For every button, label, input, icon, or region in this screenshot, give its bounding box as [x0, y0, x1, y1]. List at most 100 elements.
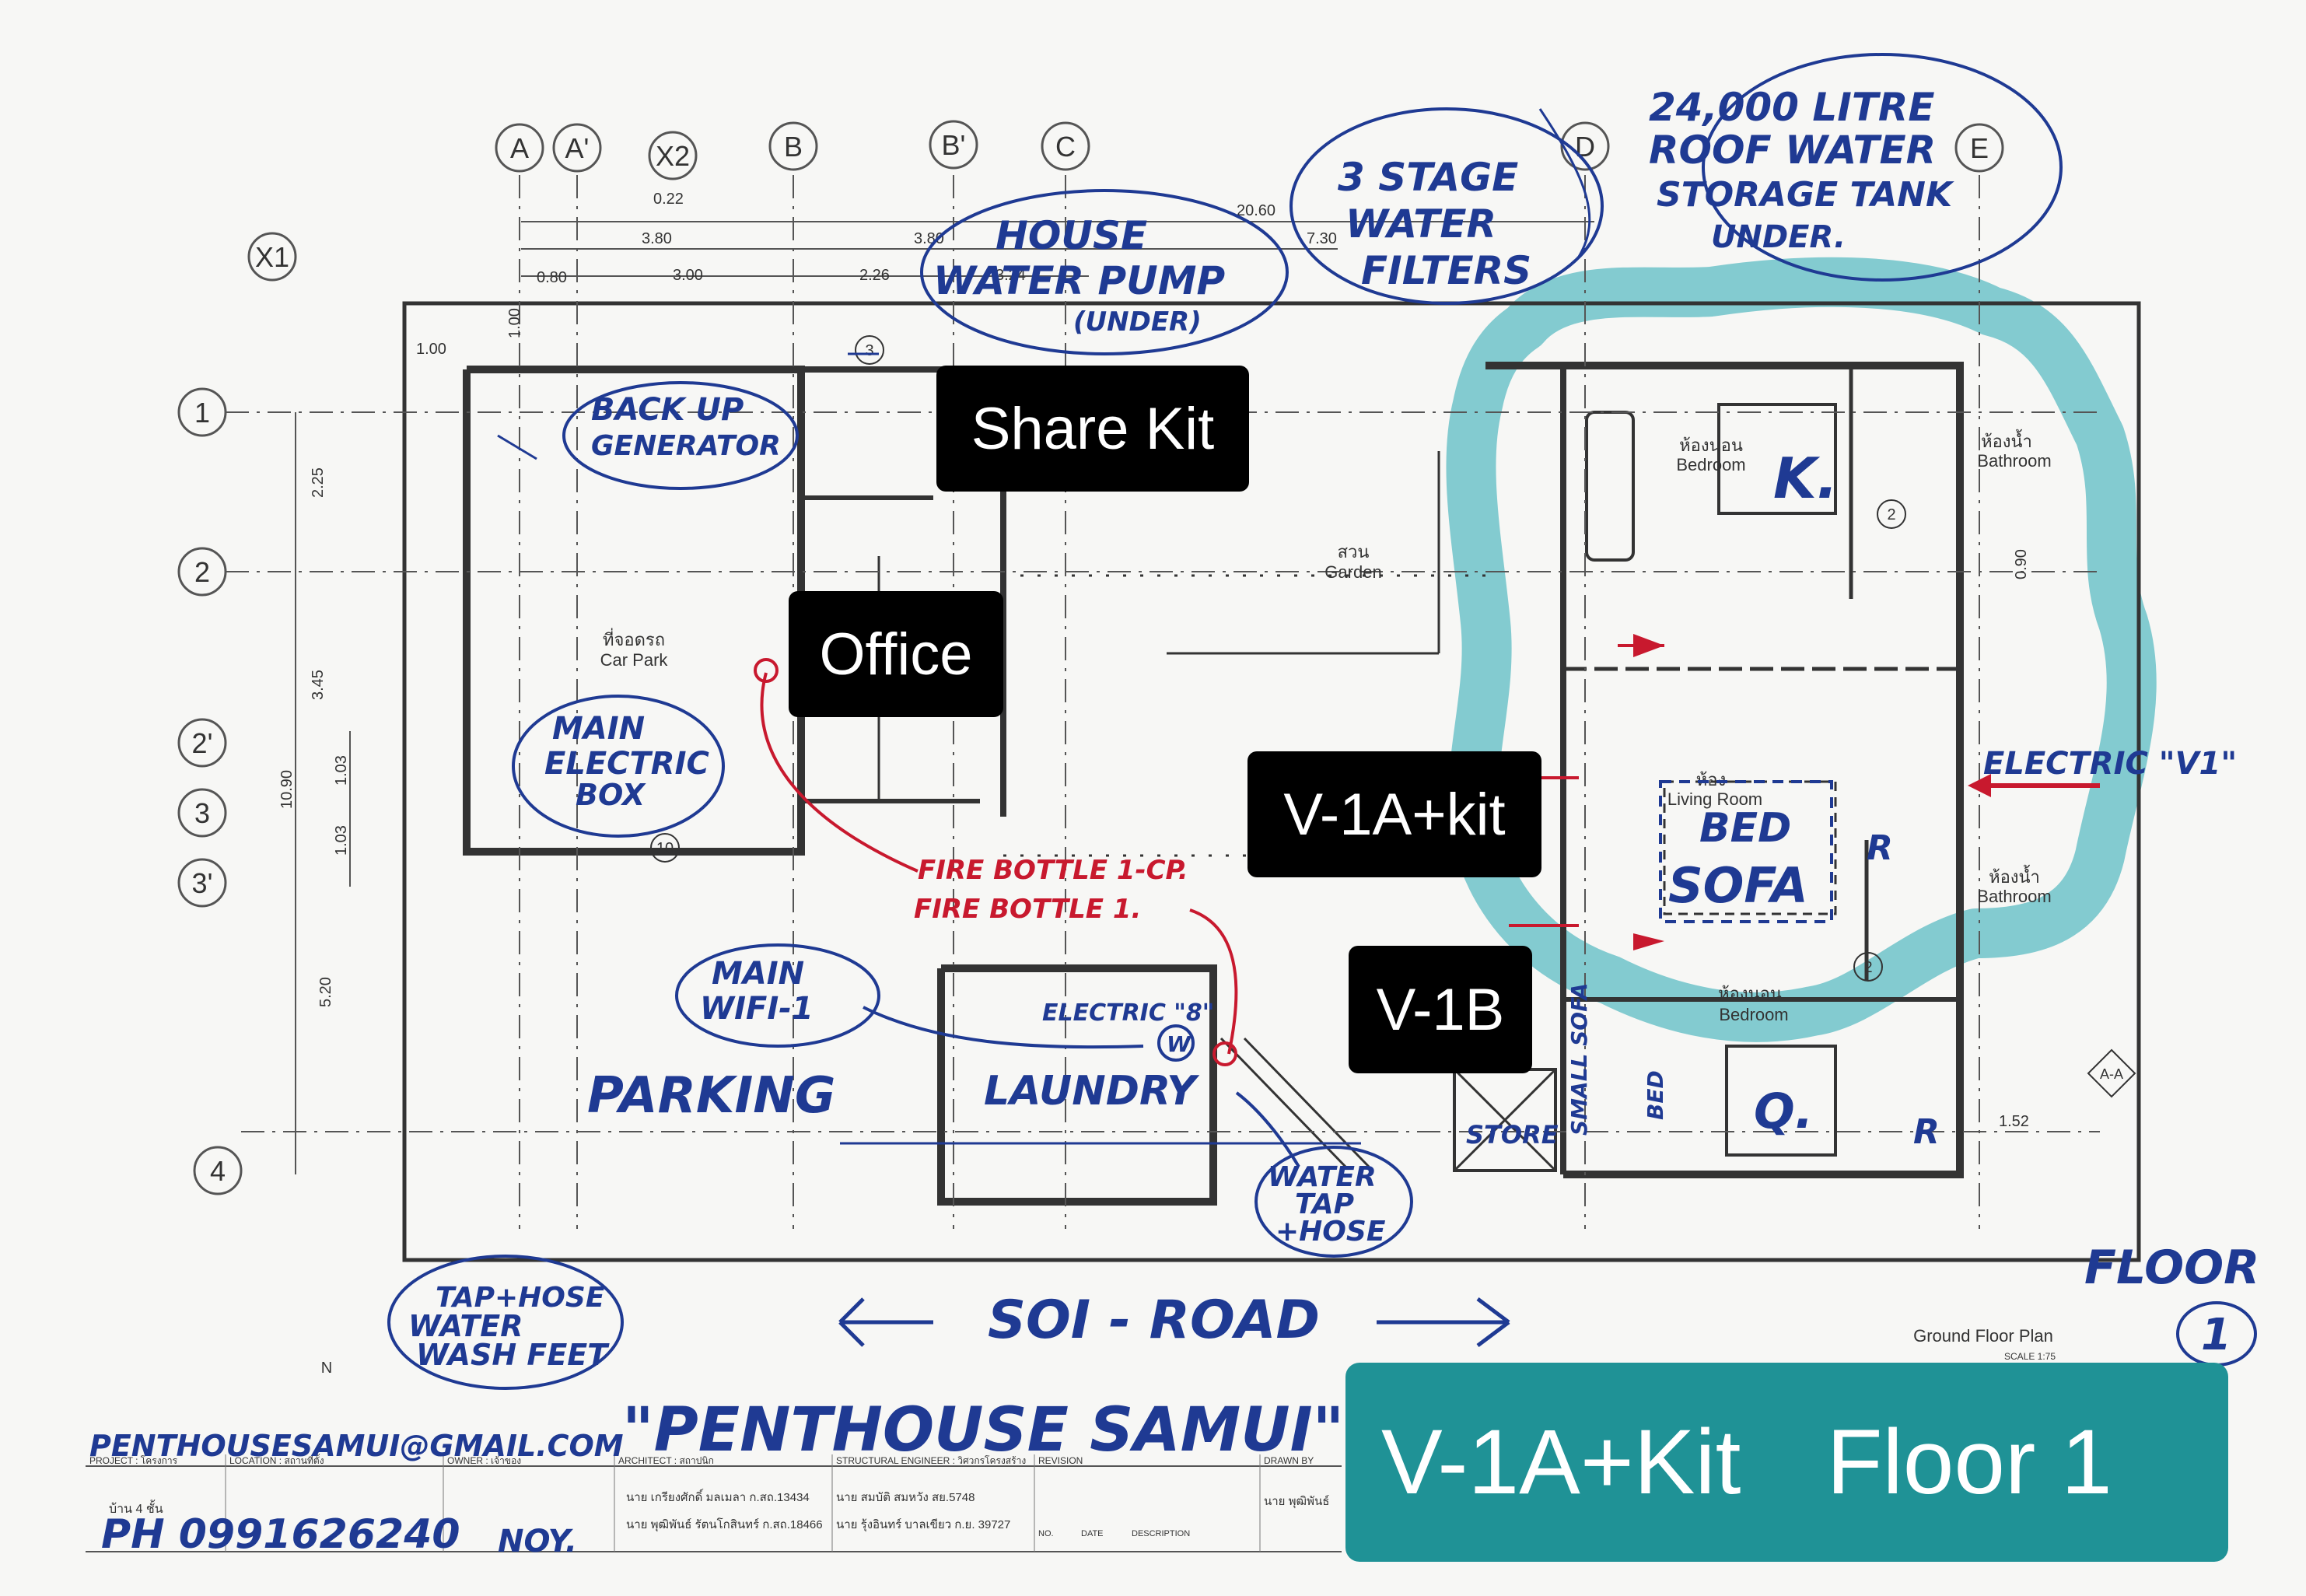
- grid-bubble-x2: [648, 131, 698, 180]
- circle-2b-mark: [1853, 952, 1883, 982]
- bedroom-2-thai-label: ห้องนอน: [1718, 984, 1782, 1003]
- tb-architect-2: นาย พุฒิพันธ์ รัตนโกสินทร์ ก.สถ.18466: [626, 1517, 823, 1532]
- water-tap-line-1: WATER: [1268, 1161, 1377, 1193]
- share-kit-tag: Share Kit: [936, 366, 1249, 492]
- dim-top-total: 20.60: [1237, 202, 1275, 219]
- floor-number: 1: [2201, 1310, 2231, 1360]
- dim-top-e: 3.00: [673, 267, 703, 284]
- v1a-kit-tag: V-1A+kit: [1247, 751, 1541, 877]
- grid-label-a: A: [510, 132, 529, 164]
- pump-line-1: HOUSE: [996, 213, 1147, 258]
- dim-top-f: 2.26: [859, 267, 890, 284]
- grid-bubble-4: [193, 1146, 243, 1195]
- grid-bubble-e: [1954, 123, 2004, 173]
- filters-line-1: 3 STAGE: [1338, 155, 1518, 200]
- garden-thai-label: สวน: [1338, 542, 1370, 562]
- filters-line-2: WATER: [1345, 201, 1496, 247]
- banner-unit-label: V-1A+Kit: [1381, 1411, 1741, 1514]
- tb-owner: OWNER : เจ้าของ: [447, 1455, 521, 1466]
- electric-box-line-2: ELECTRIC: [544, 746, 709, 782]
- title-label: "PENTHOUSE SAMUI": [622, 1395, 1344, 1465]
- garden-label: Garden: [1324, 562, 1381, 582]
- tb-date: DATE: [1081, 1529, 1104, 1538]
- electric-8-label: ELECTRIC "8": [1042, 999, 1214, 1027]
- dim-left-e: 1.03: [333, 825, 350, 856]
- tb-drawer: นาย พุฒิพันธ์: [1264, 1495, 1329, 1509]
- filters-line-3: FILTERS: [1361, 248, 1531, 293]
- blue-markup-lines: [497, 108, 1591, 1347]
- tank-line-4: UNDER.: [1711, 219, 1846, 255]
- tb-structural: STRUCTURAL ENGINEER : วิศวกรโครงสร้าง: [836, 1455, 1026, 1466]
- tap-hose-line-1: TAP+HOSE: [436, 1282, 605, 1314]
- bed-small-label: BED: [1643, 1070, 1668, 1120]
- circle-2-mark: [1877, 499, 1906, 529]
- bathroom-2-label: Bathroom: [1977, 887, 2051, 906]
- dim-top-a: 3.80: [642, 230, 672, 247]
- grid-label-2: 2: [194, 556, 210, 588]
- grid-bubble-a: [495, 123, 544, 173]
- grid-bubble-d: [1560, 121, 1610, 171]
- dim-right-b: 1.52: [1999, 1113, 2029, 1130]
- grid-bubble-a-prime: [552, 123, 602, 173]
- grid-bubble-c: [1041, 121, 1090, 171]
- annotation-clouds: [387, 53, 2257, 1390]
- car-park-thai-label: ที่จอดรถ: [603, 628, 665, 649]
- dim-top-d: 0.80: [537, 269, 567, 286]
- dim-right-a: 0.90: [2013, 549, 2030, 579]
- floor-label: FLOOR: [2084, 1241, 2259, 1295]
- bedroom-label: Bedroom: [1676, 455, 1745, 474]
- plan-walls: [402, 301, 2141, 1262]
- grid-bubble-b: [768, 121, 818, 171]
- wifi-line-1: MAIN: [712, 956, 804, 992]
- bathroom-2-thai-label: ห้องน้ำ: [1989, 865, 2040, 887]
- tank-line-2: ROOF WATER: [1649, 128, 1936, 173]
- sofa-label: SOFA: [1668, 857, 1808, 914]
- grid-bubble-b-prime: [929, 120, 978, 170]
- grid-bubble-x1: [247, 232, 297, 282]
- tap-hose-line-3: WASH FEET: [416, 1338, 610, 1372]
- small-sofa-label: SMALL SOFA: [1566, 983, 1592, 1136]
- red-markup-lines: [754, 644, 2100, 1066]
- tank-line-1: 24,000 LITRE: [1649, 85, 1935, 130]
- tank-line-3: STORAGE TANK: [1657, 175, 1954, 215]
- store-label: STORE: [1466, 1120, 1559, 1150]
- generator-line-1: BACK UP: [591, 392, 744, 428]
- tb-project: PROJECT : โครงการ: [89, 1455, 178, 1466]
- grid-label-d: D: [1575, 131, 1595, 163]
- grid-bubble-3: [177, 788, 227, 838]
- dim-left-d: 1.03: [333, 755, 350, 786]
- grid-label-a-prime: A': [565, 132, 590, 164]
- bathroom-thai-label: ห้องน้ำ: [1981, 429, 2032, 451]
- tb-engineer-1: นาย สมบัติ สมหวัง สย.5748: [836, 1491, 975, 1504]
- dim-left-c: 10.90: [278, 770, 296, 809]
- grid-label-e: E: [1970, 132, 1989, 164]
- pump-line-3: (UNDER): [1073, 306, 1202, 338]
- circle-3-mark: [855, 335, 884, 365]
- dim-top-b: 3.80: [914, 230, 944, 247]
- road-label: SOI - ROAD: [988, 1290, 1320, 1351]
- electric-box-line-1: MAIN: [552, 711, 645, 747]
- generator-line-2: GENERATOR: [591, 430, 781, 462]
- dim-left-b: 3.45: [310, 670, 327, 700]
- queen-label: Q.: [1754, 1083, 1813, 1139]
- water-tap-line-3: +HOSE: [1275, 1216, 1386, 1248]
- electric-box-line-3: BOX: [576, 778, 646, 812]
- title-block: PROJECT : โครงการ LOCATION : สถานที่ตั้ง…: [86, 1454, 1342, 1552]
- circle-10-mark: [650, 833, 680, 863]
- king-label: K.: [1773, 446, 1838, 511]
- office-tag: Office: [789, 591, 1003, 717]
- tb-drawn-by: DRAWN BY: [1264, 1455, 1314, 1466]
- dim-top-g: 3.24: [996, 267, 1026, 284]
- plan-scale: SCALE 1:75: [2004, 1351, 2056, 1362]
- grid-label-x2: X2: [656, 140, 690, 172]
- grid-label-3: 3: [194, 797, 210, 829]
- circle-2-label: 2: [1887, 506, 1895, 523]
- wifi-line-2: WIFI-1: [700, 991, 814, 1027]
- parking-label: PARKING: [587, 1067, 835, 1125]
- tb-no: NO.: [1038, 1529, 1054, 1538]
- electric-v1-label: ELECTRIC "V1": [1983, 746, 2237, 782]
- bedroom-thai-label: ห้องนอน: [1679, 436, 1743, 455]
- grid-label-1: 1: [194, 397, 210, 429]
- v1b-tag: V-1B: [1349, 946, 1532, 1073]
